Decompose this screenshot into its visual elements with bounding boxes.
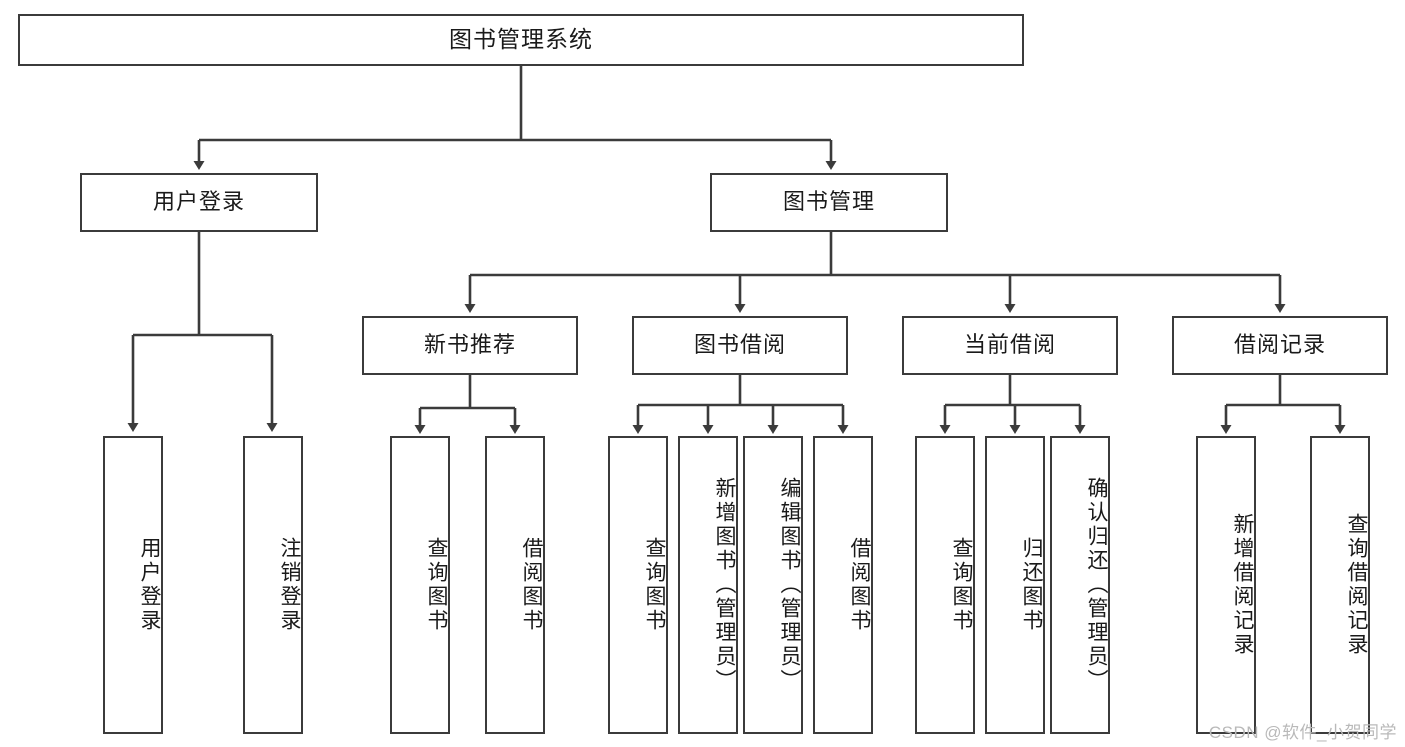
node-current-borrow-label: 当前借阅 xyxy=(963,332,1056,358)
node-leaf-query-book-cur[interactable]: 查询图书 xyxy=(915,436,975,734)
node-book-borrow[interactable]: 图书借阅 xyxy=(632,316,848,375)
node-leaf-query-record[interactable]: 查询借阅记录 xyxy=(1310,436,1370,734)
node-leaf-borrow-book-label: 借阅图书 xyxy=(848,537,871,633)
node-leaf-edit-book[interactable]: 编辑图书（管理员） xyxy=(743,436,803,734)
node-leaf-query-book-rec-label: 查询图书 xyxy=(425,537,448,633)
node-user-login-label: 用户登录 xyxy=(152,189,245,215)
node-leaf-add-record[interactable]: 新增借阅记录 xyxy=(1196,436,1256,734)
node-leaf-add-book[interactable]: 新增图书（管理员） xyxy=(678,436,738,734)
node-leaf-query-book-rec[interactable]: 查询图书 xyxy=(390,436,450,734)
node-leaf-query-book-borrow[interactable]: 查询图书 xyxy=(608,436,668,734)
node-book-management-label: 图书管理 xyxy=(782,189,875,215)
node-leaf-query-book-cur-label: 查询图书 xyxy=(950,537,973,633)
node-leaf-return-book[interactable]: 归还图书 xyxy=(985,436,1045,734)
node-new-book-recommend-label: 新书推荐 xyxy=(423,332,516,358)
node-user-login[interactable]: 用户登录 xyxy=(80,173,318,232)
node-borrow-record[interactable]: 借阅记录 xyxy=(1172,316,1388,375)
node-leaf-borrow-book[interactable]: 借阅图书 xyxy=(813,436,873,734)
node-borrow-record-label: 借阅记录 xyxy=(1233,332,1326,358)
node-leaf-confirm-return[interactable]: 确认归还（管理员） xyxy=(1050,436,1110,734)
node-root[interactable]: 图书管理系统 xyxy=(18,14,1024,66)
node-leaf-user-login-label: 用户登录 xyxy=(138,537,161,633)
node-leaf-confirm-return-label: 确认归还（管理员） xyxy=(1085,477,1108,693)
node-leaf-query-record-label: 查询借阅记录 xyxy=(1345,513,1368,657)
node-leaf-borrow-book-rec[interactable]: 借阅图书 xyxy=(485,436,545,734)
node-leaf-return-book-label: 归还图书 xyxy=(1020,537,1043,633)
node-new-book-recommend[interactable]: 新书推荐 xyxy=(362,316,578,375)
node-leaf-edit-book-label: 编辑图书（管理员） xyxy=(778,477,801,693)
node-leaf-borrow-book-rec-label: 借阅图书 xyxy=(520,537,543,633)
watermark: CSDN @软件_小贺同学 xyxy=(1208,723,1397,742)
node-leaf-add-record-label: 新增借阅记录 xyxy=(1231,513,1254,657)
node-leaf-add-book-label: 新增图书（管理员） xyxy=(713,477,736,693)
node-book-borrow-label: 图书借阅 xyxy=(693,332,786,358)
node-leaf-logout-label: 注销登录 xyxy=(278,537,301,633)
node-root-label: 图书管理系统 xyxy=(449,26,593,53)
node-leaf-query-book-borrow-label: 查询图书 xyxy=(643,537,666,633)
node-book-management[interactable]: 图书管理 xyxy=(710,173,948,232)
node-leaf-user-login[interactable]: 用户登录 xyxy=(103,436,163,734)
node-leaf-logout[interactable]: 注销登录 xyxy=(243,436,303,734)
node-current-borrow[interactable]: 当前借阅 xyxy=(902,316,1118,375)
